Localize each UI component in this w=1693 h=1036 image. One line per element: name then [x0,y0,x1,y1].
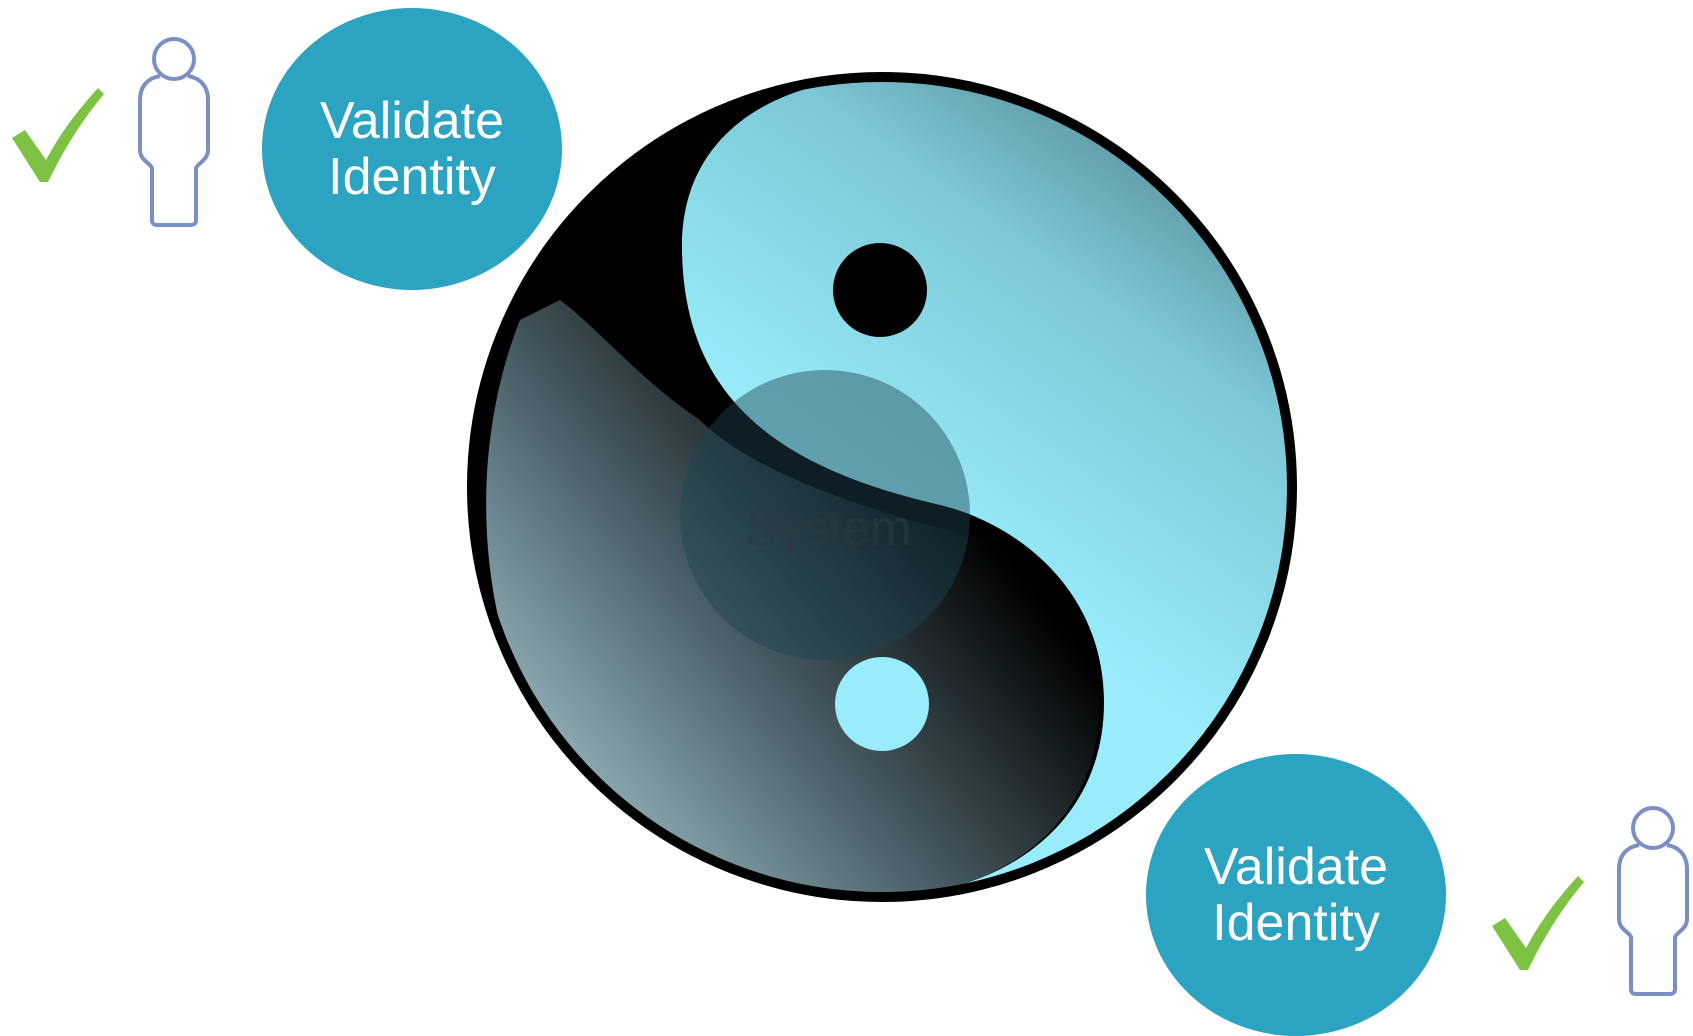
yin-yang-outline [467,72,1297,902]
node-label-line1: Validate [319,91,505,150]
person-icon [138,37,210,227]
yin-yang-icon: System [467,72,1297,902]
embedded-system-circle [680,370,970,660]
node-label-line2: Identity [328,148,496,206]
yin-yang-light-dot [835,657,929,751]
person-icon [1617,806,1689,996]
node-label-line1: Validate [1203,837,1389,896]
validate-identity-node-bottom: Validate Identity [1146,754,1446,1036]
check-icon [12,88,104,182]
system-label: System [745,500,912,556]
yin-yang-dark-dot [833,243,927,337]
check-icon [1492,876,1584,970]
node-label-line2: Identity [1212,894,1380,952]
yin-yang-dark-gradient [486,300,1100,897]
validate-identity-node-top: Validate Identity [262,8,562,290]
